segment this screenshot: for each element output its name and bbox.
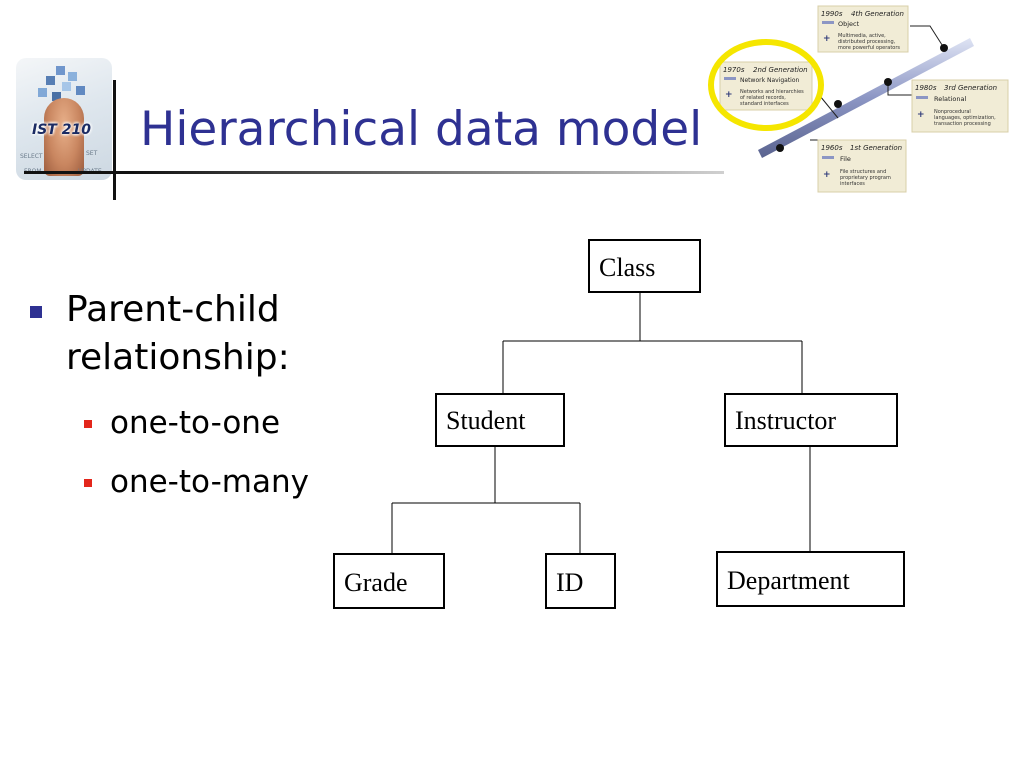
svg-text:more powerful operators: more powerful operators [838,45,900,51]
title-underline-rule [24,171,724,174]
tree-node-class: Class [588,239,701,293]
logo-word: SET [86,150,98,157]
node-label: ID [556,568,583,597]
logo-label: IST 210 [32,122,91,138]
svg-text:languages, optimization,: languages, optimization, [934,115,996,121]
svg-text:3rd Generation: 3rd Generation [944,84,997,92]
bullet-square-icon [84,420,92,428]
svg-text:4th Generation: 4th Generation [851,10,904,18]
svg-text:+: + [725,90,733,100]
title-vertical-rule [113,80,116,200]
bullet-square-icon [30,306,42,318]
svg-text:1990s: 1990s [821,10,843,18]
bullet-square-icon [84,479,92,487]
node-label: Class [599,253,655,282]
svg-text:File: File [840,155,851,163]
svg-text:interfaces: interfaces [840,181,865,187]
svg-text:transaction processing: transaction processing [934,121,991,127]
svg-text:Object: Object [838,20,860,28]
tree-node-instructor: Instructor [724,393,898,447]
course-logo: SELECT SET FROM UPDATE IST 210 [16,58,112,180]
svg-text:distributed processing,: distributed processing, [838,39,896,45]
svg-text:proprietary program: proprietary program [840,175,891,181]
tree-node-id: ID [545,553,616,609]
generation-card-3rd: 1980s 3rd Generation Relational Nonproce… [911,79,1009,133]
svg-text:2nd Generation: 2nd Generation [753,66,808,74]
svg-text:+: + [823,170,831,180]
timeline-dot [834,100,842,108]
svg-text:1970s: 1970s [723,66,745,74]
svg-text:+: + [823,34,831,44]
generation-card-1st: 1960s 1st Generation File File structure… [817,139,907,193]
generation-card-2nd: 1970s 2nd Generation Network Navigation … [719,61,813,111]
svg-text:Networks and hierarchies: Networks and hierarchies [740,89,804,95]
svg-text:Nonprocedural: Nonprocedural [934,109,971,115]
bullet-sub-text: one-to-one [110,405,281,441]
svg-text:+: + [917,110,925,120]
node-label: Instructor [735,406,836,435]
svg-text:1st Generation: 1st Generation [850,144,902,152]
timeline-dot [776,144,784,152]
svg-text:1980s: 1980s [915,84,937,92]
timeline-dot [884,78,892,86]
svg-text:standard interfaces: standard interfaces [740,101,789,107]
node-label: Grade [344,568,408,597]
svg-text:Relational: Relational [934,95,966,103]
timeline-dot [940,44,948,52]
tree-connectors [391,292,811,554]
generation-card-4th: 1990s 4th Generation Object Multimedia, … [817,5,909,53]
node-label: Department [727,566,851,595]
svg-text:1960s: 1960s [821,144,843,152]
database-generations-timeline: 1990s 4th Generation Object Multimedia, … [708,5,1009,193]
svg-text:File structures and: File structures and [840,169,886,175]
svg-text:Multimedia, active,: Multimedia, active, [838,33,886,39]
timeline-rod [758,38,974,158]
highlight-circle [708,39,824,131]
bullet-main-text: Parent-child relationship: [66,289,290,378]
node-label: Student [446,406,526,435]
svg-text:Network Navigation: Network Navigation [740,77,800,84]
tree-node-student: Student [435,393,565,447]
svg-text:of related records,: of related records, [740,95,786,101]
tree-node-department: Department [716,551,905,607]
slide-title: Hierarchical data model [140,102,703,157]
hand-image [44,98,84,176]
bullet-sub-text: one-to-many [110,464,309,500]
tree-node-grade: Grade [333,553,445,609]
logo-word: SELECT [20,153,43,160]
